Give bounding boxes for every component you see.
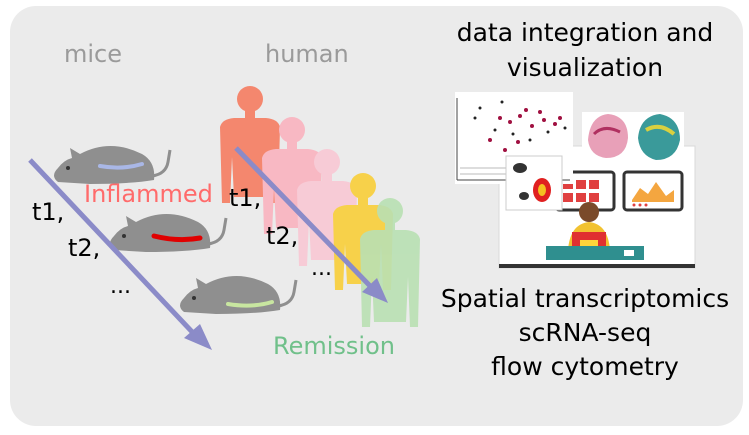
monitor-icon (622, 170, 684, 212)
inflammed-label: Inflammed (84, 180, 213, 208)
density-plot-thumbnail (505, 155, 563, 211)
mice-header: mice (64, 40, 123, 68)
method-spatial-transcriptomics: Spatial transcriptomics (440, 284, 730, 313)
time-arrow-icon (28, 158, 212, 350)
method-flow-cytometry: flow cytometry (491, 352, 679, 381)
integration-title-line2: visualization (506, 53, 664, 82)
human-timepoint-t2: t2, (266, 222, 299, 250)
human-header: human (265, 40, 349, 68)
time-arrow-icon (234, 146, 388, 303)
mouse-icon (110, 214, 228, 252)
tissue-image-thumbnail (582, 112, 632, 162)
mice-timepoint-t1: t1, (32, 198, 65, 226)
mouse-icon (180, 276, 298, 314)
human-timepoint-t1: t1, (229, 184, 262, 212)
tissue-image-thumbnail (632, 112, 684, 164)
method-scrna-seq: scRNA-seq (518, 318, 652, 347)
human-silhouette-icon (360, 198, 420, 327)
mice-timepoint-t2: t2, (68, 234, 101, 262)
remission-label: Remission (273, 332, 395, 360)
mice-timepoint-dots: ... (110, 274, 131, 299)
human-timepoint-dots: ... (311, 256, 332, 281)
mouse-icon (54, 146, 172, 184)
integration-title-line1: data integration and (456, 18, 714, 47)
